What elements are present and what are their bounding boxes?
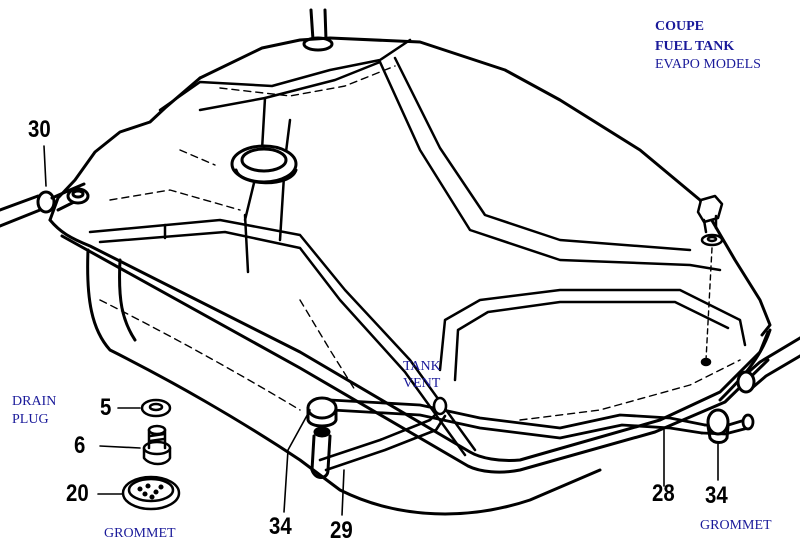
caption-plug: PLUG bbox=[12, 412, 49, 427]
title-coupe: COUPE bbox=[655, 19, 704, 34]
caption-vent: VENT bbox=[403, 376, 441, 391]
tank-body bbox=[48, 36, 772, 516]
mount-bolt bbox=[696, 194, 724, 367]
washer-5 bbox=[140, 398, 172, 418]
leader-29 bbox=[341, 469, 345, 516]
caption-tank: TANK bbox=[403, 359, 441, 374]
callout-30: 30 bbox=[28, 116, 51, 143]
title-evapo-models: EVAPO MODELS bbox=[655, 57, 761, 72]
callout-29: 29 bbox=[330, 517, 353, 544]
right-hose bbox=[736, 336, 800, 394]
leader-34-left bbox=[283, 409, 311, 513]
caption-drain: DRAIN bbox=[12, 394, 57, 409]
grommet-34-right bbox=[706, 408, 730, 444]
caption-grommet-right: GROMMET bbox=[700, 518, 772, 533]
tank-vent-stub bbox=[318, 396, 448, 472]
callout-20: 20 bbox=[66, 480, 89, 507]
callout-28: 28 bbox=[652, 480, 675, 507]
drain-plug-6 bbox=[142, 424, 172, 466]
filler-opening bbox=[230, 144, 298, 185]
leader-6 bbox=[99, 445, 141, 449]
caption-grommet-left: GROMMET bbox=[104, 526, 176, 541]
grommet-34-left bbox=[306, 396, 338, 479]
tank-seams bbox=[99, 65, 741, 421]
leader-30 bbox=[43, 145, 47, 187]
callout-34-left: 34 bbox=[269, 513, 292, 540]
top-vent-pipe bbox=[302, 8, 334, 52]
left-connector bbox=[0, 182, 90, 228]
callout-34-right: 34 bbox=[705, 482, 728, 509]
grommet-20 bbox=[121, 475, 181, 511]
callout-6: 6 bbox=[74, 432, 86, 459]
title-fuel-tank: FUEL TANK bbox=[655, 39, 735, 54]
callout-5: 5 bbox=[100, 394, 112, 421]
